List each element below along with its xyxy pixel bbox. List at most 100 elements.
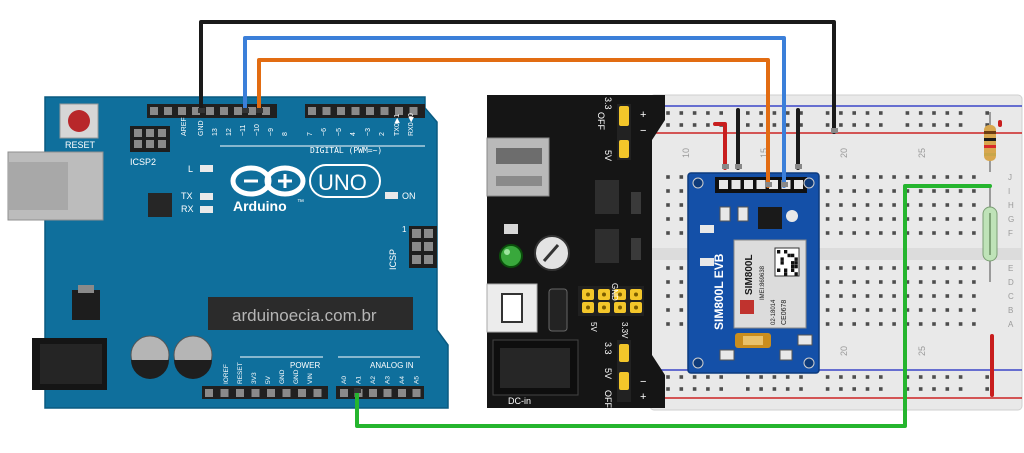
reset-button[interactable] [68,110,90,132]
hole [985,387,989,391]
hole [932,387,936,391]
header-pin [251,389,260,397]
header-pin [178,107,186,115]
hole [945,266,950,270]
jumper-bottom-b [619,372,629,390]
header-pin [424,255,433,264]
hole [958,387,963,391]
hole [892,231,896,235]
header-pin [322,107,331,115]
digital-pin-label: 8 [282,132,289,136]
hole [679,308,684,312]
hole [839,294,843,298]
mid-5v-label: 5V [589,322,598,332]
hole [666,294,670,298]
top-plus: + [640,109,646,121]
hole [958,217,963,221]
hole [905,387,910,391]
hole [972,231,976,235]
header-pin [340,389,348,397]
header-pin [383,389,392,397]
hole [865,189,870,193]
hole [879,266,883,270]
bb-row-letter: H [1008,201,1014,210]
hole [839,322,843,326]
header-pin [146,129,154,137]
hole [945,280,950,284]
hole [932,231,936,235]
hole [918,266,923,270]
icsp-num: 1 [402,225,407,234]
hole [905,322,910,326]
bb-row-letter: I [1008,187,1010,196]
hole [985,375,989,379]
hole [852,189,856,193]
hole [945,308,950,312]
hole [825,375,830,379]
bb-row-letter: D [1008,278,1014,287]
hole [839,217,843,221]
digital-pin-label: ~11 [240,125,247,136]
hole [932,203,936,207]
bb-row-letter: B [1008,306,1013,315]
hole [905,231,910,235]
hole [945,375,950,379]
hole [679,294,684,298]
hole [839,123,843,127]
power-pin-label: VIN [307,373,314,384]
hole [892,280,896,284]
hole [839,111,843,115]
hole [772,375,777,379]
hole [666,387,670,391]
hole [692,111,697,115]
hole [852,203,856,207]
bb-row-letter: A [1008,320,1014,329]
header-pin [769,180,778,189]
hole [666,231,670,235]
hole [958,266,963,270]
hole [839,175,843,179]
hole [918,280,923,284]
hole [958,322,963,326]
header-pin [366,107,374,115]
hole [879,294,883,298]
bb-col-20: 20 [839,148,849,158]
tx-label: TX [181,191,193,201]
hole [679,280,684,284]
hole [825,387,830,391]
sim800l-module: SIM800L EVB SIM800L IMEI:869638 02-18014… [687,172,820,374]
bb-col-20b: 20 [839,346,849,356]
hole [918,308,923,312]
chip-text-4: CE0678 [781,300,788,325]
rx-label: RX [181,204,194,214]
hole [958,294,963,298]
hole [932,294,936,298]
jumper-bottom-a [619,344,629,362]
digital-pin-label: RX0◀0 [408,113,415,136]
top-label-5v: 5V [603,150,613,161]
header-pin [412,242,421,251]
hole [932,217,936,221]
header-pin [424,242,433,251]
hole [892,175,896,179]
hole [865,266,870,270]
hole [865,375,870,379]
hole [865,175,870,179]
hole [945,111,950,115]
analog-pin-label: A1 [356,376,363,384]
hole [666,203,670,207]
header-pin [236,389,244,397]
hole [972,203,976,207]
hole [679,322,684,326]
chip-text-1: SIM800L [744,254,755,295]
hole [746,375,750,379]
hole [985,123,989,127]
digital-pin-label: ~5 [336,128,343,136]
hole [759,123,763,127]
header-pin [298,389,306,397]
hole [905,308,910,312]
hole [945,322,950,326]
hole [799,387,803,391]
header-pin [220,107,228,115]
icsp-label: ICSP [388,249,398,270]
